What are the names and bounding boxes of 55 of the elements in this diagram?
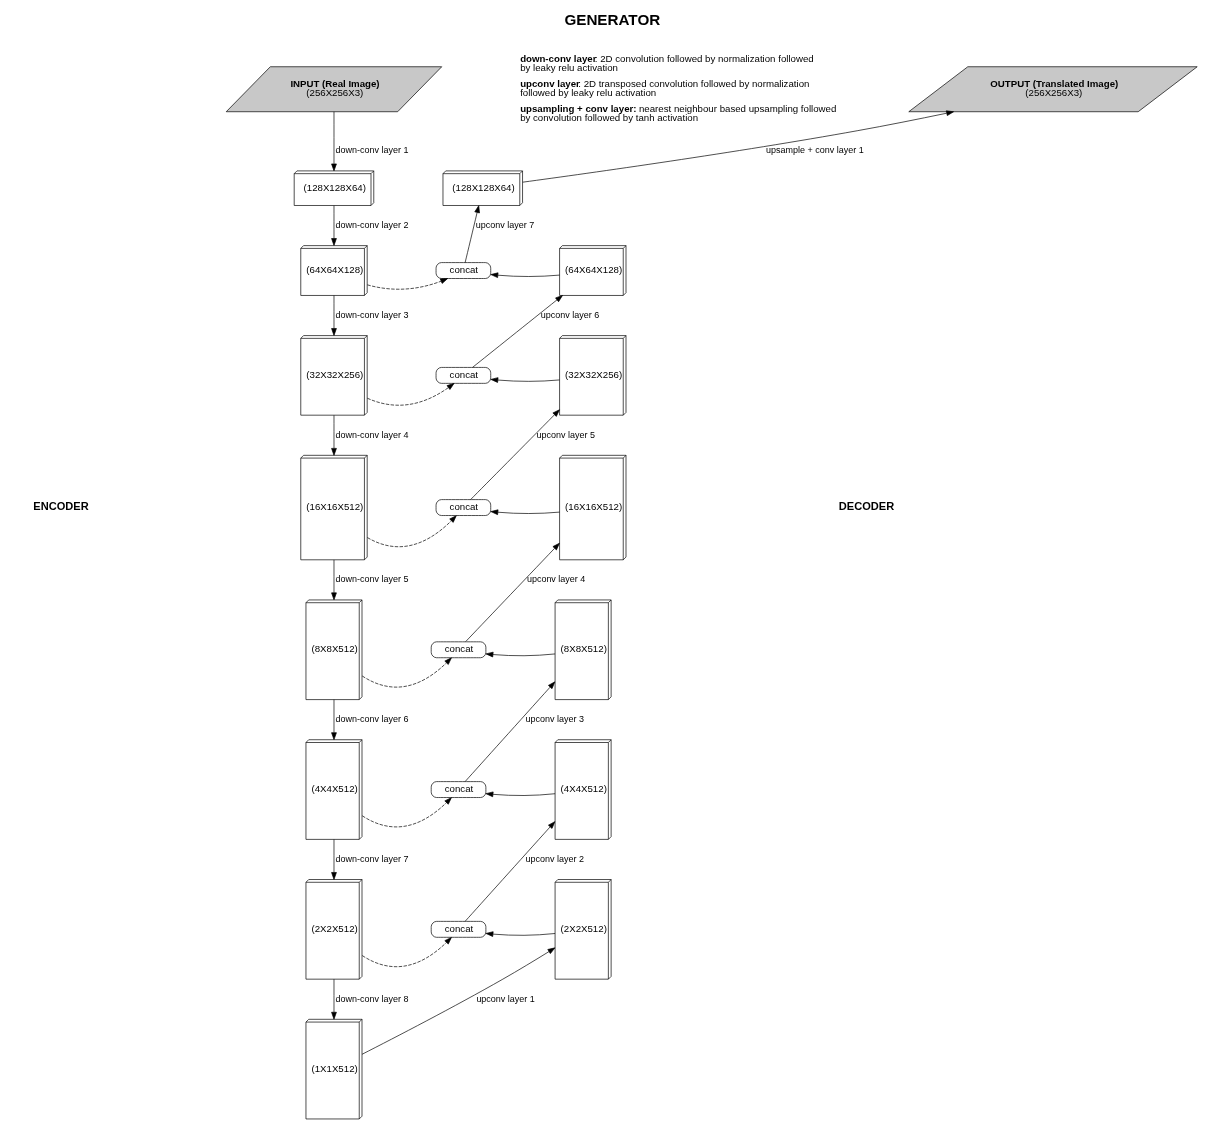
edge-label: upsample + conv layer 1 — [766, 145, 864, 156]
edge-label: upconv layer 7 — [475, 219, 535, 230]
arrow — [464, 205, 480, 263]
arrow — [331, 414, 337, 456]
edge-label: upconv layer 5 — [536, 429, 596, 440]
node-box: concat — [430, 921, 487, 938]
arrow — [331, 205, 337, 246]
node-box: concat — [430, 641, 487, 659]
arrow — [361, 657, 452, 688]
arrow — [464, 681, 556, 782]
arrow — [367, 515, 457, 547]
arrow — [490, 272, 560, 278]
node-box: concat — [435, 499, 492, 516]
edge-label: down-conv layer 8 — [335, 993, 409, 1004]
edge-label: down-conv layer 2 — [335, 219, 409, 230]
arrow — [331, 559, 337, 601]
edge-label: down-conv layer 7 — [335, 853, 409, 864]
edge-label: upconv layer 3 — [525, 714, 584, 725]
arrow — [490, 377, 560, 383]
edge-label: down-conv layer 6 — [335, 714, 409, 725]
arrow — [522, 110, 954, 183]
arrow — [361, 937, 452, 968]
arrow — [465, 542, 560, 642]
label: DECODER — [838, 499, 895, 512]
arrow — [361, 947, 556, 1055]
edge-label: upconv layer 6 — [540, 309, 600, 320]
arrow — [367, 278, 448, 290]
arrow — [361, 797, 452, 828]
arrow — [485, 931, 556, 937]
diagram-title: GENERATOR — [564, 11, 661, 29]
arrow — [485, 651, 556, 658]
edge-label: down-conv layer 5 — [335, 574, 409, 585]
edge-label: upconv layer 2 — [525, 853, 584, 864]
arrow — [367, 383, 455, 406]
arrow — [331, 295, 337, 336]
arrow — [472, 295, 563, 368]
arrow — [331, 978, 337, 1020]
arrow — [331, 699, 337, 740]
arrow — [490, 509, 560, 515]
arrow — [464, 821, 556, 922]
edge-label: down-conv layer 4 — [335, 429, 409, 440]
label: upsampling + conv layer: nearest neighbour based upsampling followed by convolution followed by tanh activation — [520, 102, 837, 124]
edge-label: down-conv layer 1 — [335, 145, 409, 156]
label: ENCODER — [33, 499, 89, 512]
node-box: concat — [435, 367, 492, 384]
arrow — [485, 791, 556, 798]
arrow — [331, 111, 337, 172]
node-box: concat — [430, 781, 487, 798]
node-box: concat — [435, 262, 492, 279]
arrow — [331, 839, 337, 880]
edge-label: down-conv layer 3 — [335, 309, 409, 320]
arrow — [470, 409, 560, 500]
label: upconv layer: 2D transposed convolution followed by normalization followed by leaky relu activation — [520, 77, 810, 99]
edge-label: upconv layer 1 — [476, 993, 535, 1004]
edge-label: upconv layer 4 — [526, 574, 586, 585]
